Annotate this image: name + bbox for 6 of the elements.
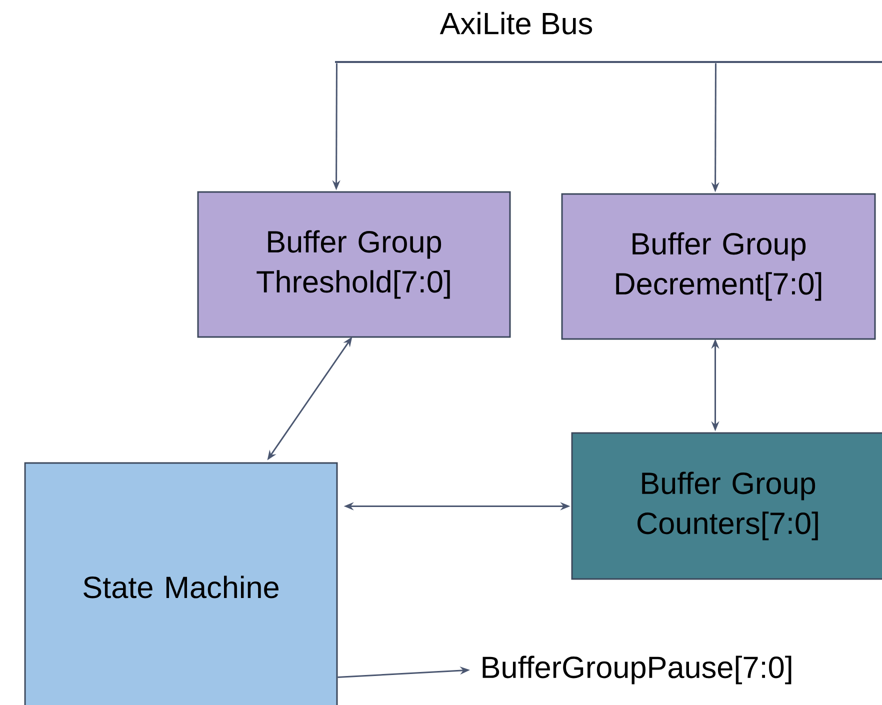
counter-box: Buffer Group Counters[7:0] xyxy=(571,432,882,580)
signal-label: BufferGroupPause[7:0] xyxy=(482,656,792,684)
register-box: Buffer Group Threshold[7:0] xyxy=(197,191,511,338)
bus-line: AxiLite Bus xyxy=(335,12,882,63)
register-box: Buffer Group Decrement[7:0] xyxy=(561,193,876,340)
state-machine-box: State Machine xyxy=(24,462,338,705)
